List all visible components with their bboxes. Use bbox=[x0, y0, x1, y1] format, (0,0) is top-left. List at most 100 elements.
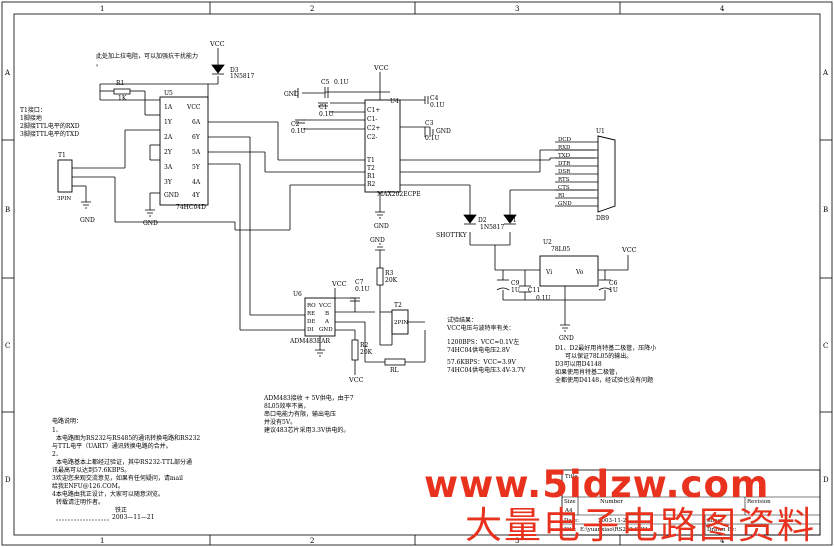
c2-value: 0.1U bbox=[291, 128, 306, 135]
rl-ref: RL bbox=[390, 367, 399, 374]
c3-ref: C3 bbox=[425, 120, 434, 127]
diode-d1 bbox=[503, 214, 517, 225]
watermark-cn: 大量电子电路图资料 bbox=[465, 504, 816, 547]
u6-pin-di: DI bbox=[307, 327, 314, 333]
desc-line6: 讯最高可以达到57.6KBPS。 bbox=[52, 466, 130, 474]
u6-pin-b: B bbox=[325, 311, 329, 317]
u6-pin-a: A bbox=[324, 319, 330, 325]
d2-ref: D2 bbox=[478, 217, 487, 224]
tb-drawn-label: Drawn By: bbox=[707, 527, 736, 533]
u6-ref: U6 bbox=[293, 291, 302, 298]
u5-pin-6y: 6Y bbox=[192, 134, 201, 141]
watermark-url: www.5idzw.com bbox=[424, 463, 769, 506]
c1-value: 0.1U bbox=[319, 111, 334, 118]
adm-note-line5: 建议483芯片采用3.3V供电的。 bbox=[264, 426, 349, 434]
u5-pin-5a: 5A bbox=[192, 149, 201, 156]
u5-pin-gnd: GND bbox=[164, 192, 179, 199]
u2-vi: Vi bbox=[545, 269, 552, 276]
c4-ref: C4 bbox=[430, 95, 439, 102]
diode-notes: D1、D2最好用肖特基二极管，压降小 可以保证78L05的输出。 D3可以用D4… bbox=[555, 344, 656, 384]
u5-part: 74HC04D bbox=[176, 204, 206, 211]
t1-ref: T1 bbox=[58, 152, 66, 159]
c4-value: 0.1U bbox=[430, 102, 445, 109]
u4-pin-r2: R2 bbox=[367, 181, 376, 188]
pullup-note-line2: 。 bbox=[96, 61, 102, 68]
u5-pin-4y: 4Y bbox=[192, 192, 201, 199]
tb-date-value: 2003-11-21 bbox=[598, 518, 630, 524]
desc-line2: 本电路图为RS232与RS485的通讯转换电路和RS232 bbox=[56, 434, 200, 442]
diode-note-line4: 如果使用肖特基二极管， bbox=[555, 368, 621, 376]
test-line1: VCC电压与波特率有关： bbox=[446, 324, 515, 332]
c7-value: 0.1U bbox=[355, 286, 370, 293]
c2-ref: C2 bbox=[291, 121, 300, 128]
u4-pin-c1m: C1- bbox=[367, 116, 377, 123]
u4-ref: U4 bbox=[390, 98, 399, 105]
u6-pin-ro: RO bbox=[307, 303, 316, 309]
diode-note-line5: 全都使用D4148，经试验也没有问题 bbox=[555, 376, 653, 384]
test-line5: 74HC04供电电压3.4V-3.7V bbox=[447, 366, 526, 374]
tb-file-label: File: bbox=[564, 527, 577, 533]
vcc-label-max: VCC bbox=[373, 64, 389, 72]
test-title: 试验结果： bbox=[447, 316, 477, 324]
col-label-3-bottom: 3 bbox=[515, 537, 519, 545]
desc-author: 铁正 bbox=[115, 506, 127, 514]
adm-note-line3: 串口电能力有限，输出电压 bbox=[264, 410, 336, 418]
diode-d3 bbox=[211, 64, 225, 75]
rs485-passives bbox=[350, 267, 406, 366]
u5-pin-1a: 1A bbox=[164, 104, 173, 111]
d1-ref: D1 bbox=[508, 217, 517, 224]
row-label-c-right: C bbox=[823, 342, 828, 350]
c11-value: 0.1U bbox=[536, 295, 551, 302]
c3-value: 0.1U bbox=[425, 135, 440, 142]
c9-value: 1U bbox=[511, 287, 520, 294]
border-labels: 1 2 3 4 1 2 3 4 A B C D A B C D bbox=[4, 5, 829, 545]
vcc-label-u6: VCC bbox=[331, 280, 347, 288]
tb-sheet-label: Sheet bbox=[707, 518, 724, 524]
d3-part: 1N5817 bbox=[230, 73, 255, 80]
tb-date-label: Date: bbox=[564, 518, 579, 524]
c6-ref: C6 bbox=[609, 280, 618, 287]
r2-ref: R2 bbox=[360, 342, 369, 349]
db9-txd: TXD bbox=[558, 153, 571, 159]
title-block: Title Size Number Revision A4 Date: 2003… bbox=[561, 469, 821, 536]
vcc-label-r2: VCC bbox=[348, 376, 364, 384]
r3-ref: R3 bbox=[385, 270, 394, 277]
connector-t2: T2 2PIN bbox=[391, 302, 409, 335]
gnd-label-rs485: GND bbox=[370, 237, 385, 244]
row-label-b: B bbox=[5, 206, 10, 214]
diode-note-line1: D1、D2最好用肖特基二极管，压降小 bbox=[555, 344, 656, 352]
tb-title-label: Title bbox=[565, 474, 578, 480]
adm-note-line2: 8L05效率不高， bbox=[264, 402, 309, 410]
c9-ref: C9 bbox=[511, 280, 520, 287]
desc-line5: 本电路基本上都经过验证，其中RS232-TTL部分通 bbox=[56, 458, 192, 466]
circuit-description: 电路说明： 1、 本电路图为RS232与RS485的通讯转换电路和RS232 与… bbox=[52, 417, 200, 521]
u6-part: ADM483EAR bbox=[289, 338, 330, 345]
u6-pin-de: DE bbox=[307, 319, 315, 325]
adm-note-line1: ADM483接收 + 5V供电，由于7 bbox=[263, 394, 354, 402]
db9-gnd: GND bbox=[558, 201, 572, 207]
ic-u4: U4 MAX202ECPE C1+ C1- C2+ C2- T1 T2 R1 R… bbox=[364, 98, 421, 198]
row-label-b-right: B bbox=[823, 206, 828, 214]
diode-note-line2: 可以保证78L05的输出。 bbox=[565, 352, 632, 360]
u4-pin-c2p: C2+ bbox=[367, 125, 380, 132]
gnd-label-max-left: GND bbox=[284, 91, 299, 98]
t1-part: 3PIN bbox=[57, 196, 71, 202]
regulator-u2: U2 78L05 Vi Vo bbox=[539, 239, 599, 287]
u4-pin-t1: T1 bbox=[367, 157, 375, 164]
tb-revision-label: Revision bbox=[747, 499, 771, 505]
t1-note-title: T1接口： bbox=[20, 106, 46, 114]
test-notes: 试验结果： VCC电压与波特率有关： 1200BPS：VCC=0.1V左 74H… bbox=[446, 316, 526, 374]
db9-dtr: DTR bbox=[558, 161, 571, 167]
u4-pin-c2m: C2- bbox=[367, 134, 377, 141]
u5-pin-6a: 6A bbox=[192, 119, 201, 126]
diode-note-line3: D3可以用D4148 bbox=[555, 361, 602, 368]
u6-pin-vcc: VCC bbox=[318, 303, 331, 309]
tb-size-label: Size bbox=[564, 499, 576, 505]
u2-ref: U2 bbox=[543, 239, 552, 246]
gnd-label-t1: GND bbox=[80, 217, 95, 224]
tb-file-value: E:\yuanxiao\RS232.SCH bbox=[580, 527, 648, 533]
gnd-symbols bbox=[81, 88, 570, 357]
desc-line8: 给我ENFU@126.COM。 bbox=[52, 482, 124, 490]
